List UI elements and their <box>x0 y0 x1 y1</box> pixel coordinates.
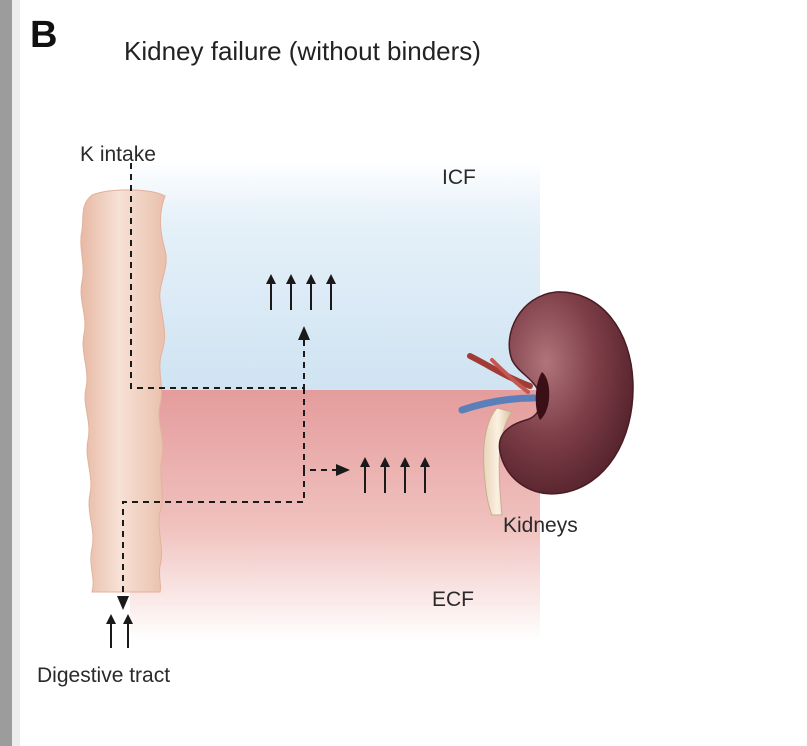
icf-up-arrow <box>266 274 276 310</box>
digestive-tract-label: Digestive tract <box>37 664 171 687</box>
ecf-up-arrow <box>360 457 370 493</box>
renal-vein-icon <box>458 394 538 414</box>
icf-label: ICF <box>442 166 476 189</box>
pathway-arrowheads <box>117 326 350 610</box>
ecf-entry-arrowhead <box>336 464 350 476</box>
gut-excretion-arrowhead <box>117 596 129 610</box>
page-edge-shadow <box>12 0 20 746</box>
page-edge-bar <box>0 0 12 746</box>
ecf-increase-arrows <box>360 457 430 493</box>
ureter-icon <box>483 407 513 516</box>
icf-compartment <box>130 160 540 390</box>
k-intake-label: K intake <box>80 143 156 166</box>
digestive-tract-icon <box>80 189 167 593</box>
digestive-up-arrow <box>123 614 133 648</box>
icf-increase-arrows <box>266 274 336 310</box>
renal-artery-icon <box>467 353 533 389</box>
ecf-compartment <box>130 390 540 640</box>
intake-path <box>130 163 305 389</box>
icf-up-arrow <box>326 274 336 310</box>
digestive-up-arrow <box>106 614 116 648</box>
ecf-up-arrow <box>420 457 430 493</box>
potassium-pathway <box>122 163 338 598</box>
excretion-path <box>122 470 305 598</box>
ecf-up-arrow <box>400 457 410 493</box>
ecf-label: ECF <box>432 588 474 611</box>
icf-up-arrow <box>306 274 316 310</box>
digestive-increase-arrows <box>106 614 133 648</box>
icf-entry-arrowhead <box>298 326 310 340</box>
kidney-hilum-icon <box>535 372 550 420</box>
kidney-icon <box>498 291 634 495</box>
panel-letter: B <box>30 14 58 56</box>
renal-artery-branch-icon <box>490 358 530 394</box>
panel-title: Kidney failure (without binders) <box>124 36 481 66</box>
kidneys-label: Kidneys <box>503 514 578 537</box>
ecf-up-arrow <box>380 457 390 493</box>
icf-up-arrow <box>286 274 296 310</box>
